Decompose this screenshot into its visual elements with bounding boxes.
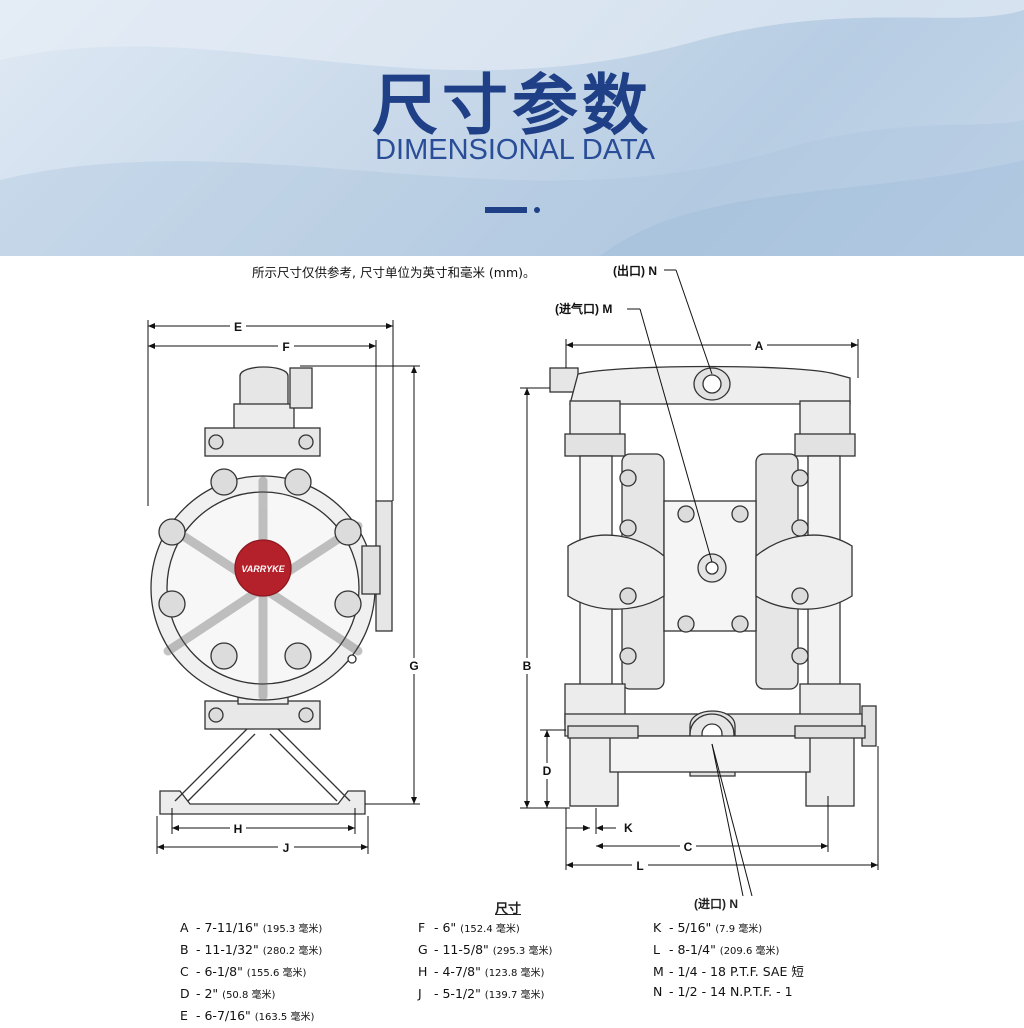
dimension-key: F — [418, 920, 426, 935]
dim-label-f: F — [282, 340, 289, 354]
dimension-metric: (163.5 毫米) — [254, 1012, 315, 1023]
dimension-row-b: B- 11-1/32" (280.2 毫米) — [180, 940, 322, 962]
inlet-port-label: (进口) N — [694, 897, 738, 911]
dimension-key: E — [180, 1008, 188, 1023]
dimension-imperial: 11-5/8" — [442, 942, 493, 957]
dimension-row-j: J- 5-1/2" (139.7 毫米) — [418, 984, 552, 1006]
dimension-metric: (195.3 毫米) — [262, 924, 323, 935]
dimension-row-l: L- 8-1/4" (209.6 毫米) — [653, 940, 804, 962]
dimension-key: L — [653, 942, 660, 957]
page-subtitle: DIMENSIONAL DATA — [375, 134, 655, 166]
dimension-key: N — [653, 984, 663, 999]
dimension-imperial: 4-7/8" — [442, 964, 485, 979]
dimension-key: A — [180, 920, 189, 935]
header-banner: 尺寸参数 DIMENSIONAL DATA — [0, 0, 1024, 256]
dimension-key: K — [653, 920, 662, 935]
dimension-metric: (123.8 毫米) — [484, 968, 545, 979]
title-underline-mark — [485, 207, 540, 213]
dimension-row-g: G- 11-5/8" (295.3 毫米) — [418, 940, 552, 962]
port-leader-lines — [627, 269, 753, 896]
dimension-key: C — [180, 964, 189, 979]
brand-logo-text: VARRYKE — [241, 564, 285, 574]
dimension-imperial: 6-1/8" — [204, 964, 247, 979]
front-dimension-lines — [147, 320, 420, 854]
air-inlet-port-label: (进气口) M — [555, 301, 612, 316]
dimension-key: D — [180, 986, 190, 1001]
dimension-imperial: 11-1/32" — [204, 942, 263, 957]
dimension-key: H — [418, 964, 428, 979]
dimension-key: J — [418, 986, 422, 1001]
dimensions-column-3: K- 5/16" (7.9 毫米)L- 8-1/4" (209.6 毫米)M- … — [653, 918, 804, 1002]
dim-label-b: B — [523, 659, 532, 673]
dimension-metric: (280.2 毫米) — [262, 946, 323, 957]
dim-label-e: E — [234, 320, 242, 334]
dimension-imperial: 7-11/16" — [204, 920, 263, 935]
pump-dimension-drawing: VARRYKE E F G H J — [147, 263, 879, 896]
brand-logo — [234, 539, 292, 597]
dimension-imperial: 1/4 - 18 P.T.F. SAE 短 — [677, 964, 804, 979]
dimension-metric: (155.6 毫米) — [246, 968, 307, 979]
dim-label-h: H — [234, 822, 243, 836]
dimension-row-n: N- 1/2 - 14 N.P.T.F. - 1 — [653, 982, 804, 1002]
front-view — [150, 366, 393, 815]
dimension-metric: (295.3 毫米) — [492, 946, 553, 957]
dimensions-title: 尺寸 — [495, 902, 522, 917]
front-dimension-labels: E F G H J — [230, 319, 422, 855]
dimension-row-f: F- 6" (152.4 毫米) — [418, 918, 552, 940]
dimension-imperial: 2" — [204, 986, 223, 1001]
dimensions-column-2: F- 6" (152.4 毫米)G- 11-5/8" (295.3 毫米)H- … — [418, 918, 552, 1006]
dim-label-c: C — [684, 840, 693, 854]
dimension-metric: (50.8 毫米) — [222, 990, 276, 1001]
dim-label-d: D — [543, 764, 552, 778]
dimension-row-c: C- 6-1/8" (155.6 毫米) — [180, 962, 322, 984]
dimension-row-e: E- 6-7/16" (163.5 毫米) — [180, 1006, 322, 1028]
page-title: 尺寸参数 — [372, 67, 652, 144]
dimension-imperial: 8-1/4" — [677, 942, 720, 957]
dimension-row-a: A- 7-11/16" (195.3 毫米) — [180, 918, 322, 940]
dimension-row-k: K- 5/16" (7.9 毫米) — [653, 918, 804, 940]
dimensions-column-1: A- 7-11/16" (195.3 毫米)B- 11-1/32" (280.2… — [180, 918, 322, 1028]
dimension-key: B — [180, 942, 189, 957]
dimension-imperial: 6-7/16" — [204, 1008, 255, 1023]
dimension-row-h: H- 4-7/8" (123.8 毫米) — [418, 962, 552, 984]
dimension-imperial: 5/16" — [677, 920, 716, 935]
dimension-imperial: 5-1/2" — [442, 986, 485, 1001]
dimension-metric: (139.7 毫米) — [484, 990, 545, 1001]
dim-label-k: K — [624, 821, 633, 835]
dimension-imperial: 6" — [442, 920, 461, 935]
dim-label-g: G — [409, 659, 418, 673]
outlet-port-label: (出口) N — [613, 263, 657, 278]
dimension-key: M — [653, 964, 664, 979]
dimension-metric: (152.4 毫米) — [460, 924, 520, 935]
dimension-key: G — [418, 942, 428, 957]
side-dimension-labels: A B D K C L — [519, 338, 767, 873]
dimension-note: 所示尺寸仅供参考, 尺寸单位为英寸和毫米 (mm)。 — [252, 265, 536, 280]
side-view — [549, 365, 877, 807]
dimension-imperial: 1/2 - 14 N.P.T.F. - 1 — [677, 984, 793, 999]
dim-label-a: A — [755, 339, 764, 353]
dim-label-j: J — [283, 841, 290, 855]
dimension-metric: (7.9 毫米) — [715, 924, 763, 935]
dimension-metric: (209.6 毫米) — [719, 946, 780, 957]
dimension-row-d: D- 2" (50.8 毫米) — [180, 984, 322, 1006]
banner-wave-decoration — [0, 0, 1024, 256]
side-dimension-lines — [520, 339, 879, 870]
dim-label-l: L — [636, 859, 643, 873]
dimension-row-m: M- 1/4 - 18 P.T.F. SAE 短 — [653, 962, 804, 982]
